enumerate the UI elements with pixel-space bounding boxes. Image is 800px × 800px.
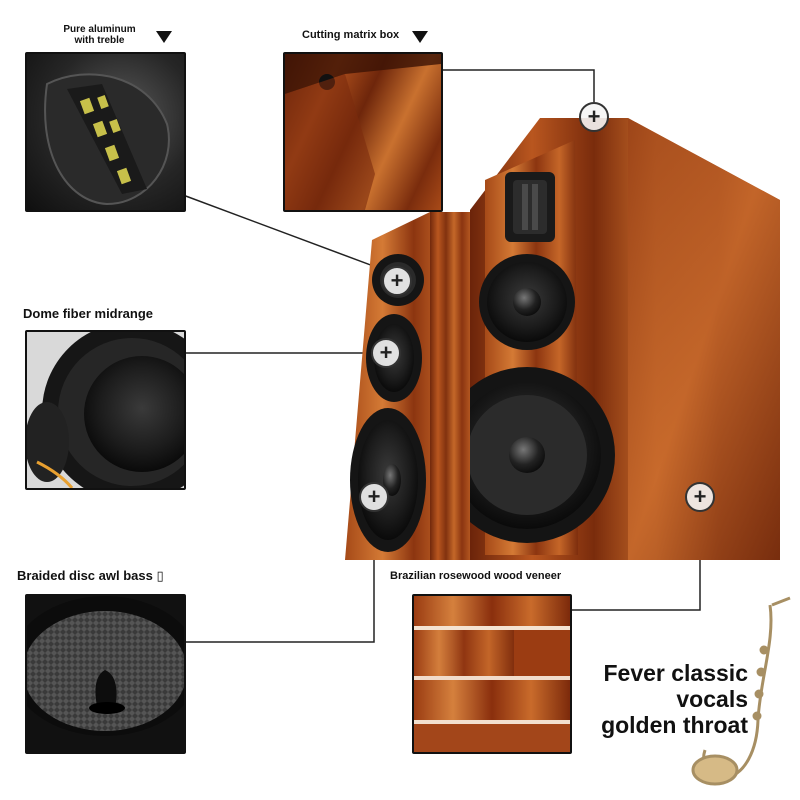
cabinet-corner-icon — [285, 54, 441, 210]
plus-hotspot-icon[interactable]: + — [371, 338, 401, 368]
plus-hotspot-icon[interactable]: + — [382, 266, 412, 296]
cabinet-label: Cutting matrix box — [302, 29, 400, 41]
down-triangle-icon — [412, 30, 428, 48]
saxophone-icon — [691, 596, 791, 786]
slogan-line-1: Fever classic — [603, 660, 748, 686]
cabinet-closeup-image — [283, 52, 443, 212]
midrange-driver-icon — [27, 332, 184, 488]
slogan: Fever classic vocals golden throat — [601, 660, 748, 738]
slogan-line-2: vocals — [676, 686, 748, 712]
tweeter-icon — [44, 73, 170, 206]
plus-hotspot-icon[interactable]: + — [685, 482, 715, 512]
bass-closeup-image — [25, 594, 186, 754]
plus-hotspot-icon[interactable]: + — [579, 102, 609, 132]
veneer-planks-icon — [414, 596, 570, 752]
down-triangle-icon — [156, 30, 172, 48]
bass-driver-icon — [27, 596, 184, 736]
bass-label: Braided disc awl bass ▯ — [17, 568, 164, 583]
treble-label: Pure aluminum with treble — [63, 24, 136, 46]
plus-hotspot-icon[interactable]: + — [359, 482, 389, 512]
front-speaker — [345, 212, 470, 560]
rear-speaker — [439, 118, 780, 560]
veneer-closeup-image — [412, 594, 572, 754]
midrange-label: Dome fiber midrange — [23, 306, 154, 321]
slogan-line-3: golden throat — [601, 712, 748, 738]
treble-closeup-image — [25, 52, 186, 212]
midrange-closeup-image — [25, 330, 186, 490]
veneer-label: Brazilian rosewood wood veneer — [390, 570, 562, 582]
